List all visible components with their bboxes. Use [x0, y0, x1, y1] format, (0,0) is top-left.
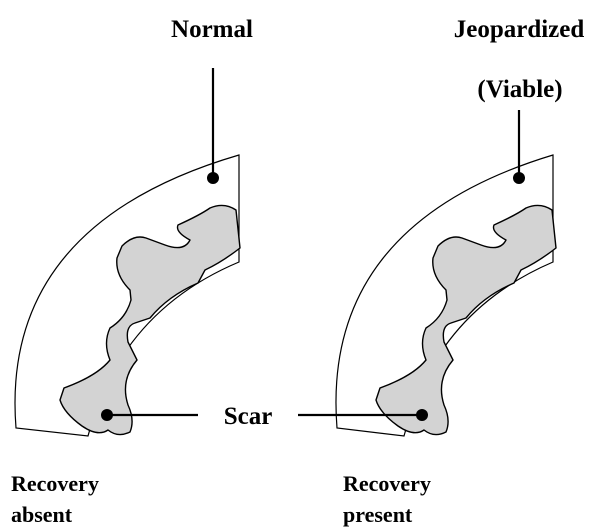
normal-pointer-dot: [207, 172, 219, 184]
right-recovery-label-line1: Recovery: [343, 471, 431, 496]
left-myocardial-segment: [15, 155, 240, 436]
viable-label: (Viable): [477, 76, 562, 103]
jeopardized-pointer-dot: [513, 172, 525, 184]
scar-pointer-dot-right: [416, 409, 428, 421]
jeopardized-label: Jeopardized: [454, 16, 585, 43]
right-recovery-label-line2: present: [343, 502, 413, 527]
left-recovery-label-line1: Recovery: [11, 471, 99, 496]
left-segment-outline: [15, 155, 239, 436]
right-myocardial-segment: [336, 155, 556, 436]
normal-label: Normal: [171, 16, 253, 43]
right-segment-outline: [336, 155, 553, 436]
scar-label: Scar: [224, 403, 273, 430]
scar-pointer-dot-left: [101, 409, 113, 421]
left-recovery-label-line2: absent: [11, 502, 73, 527]
